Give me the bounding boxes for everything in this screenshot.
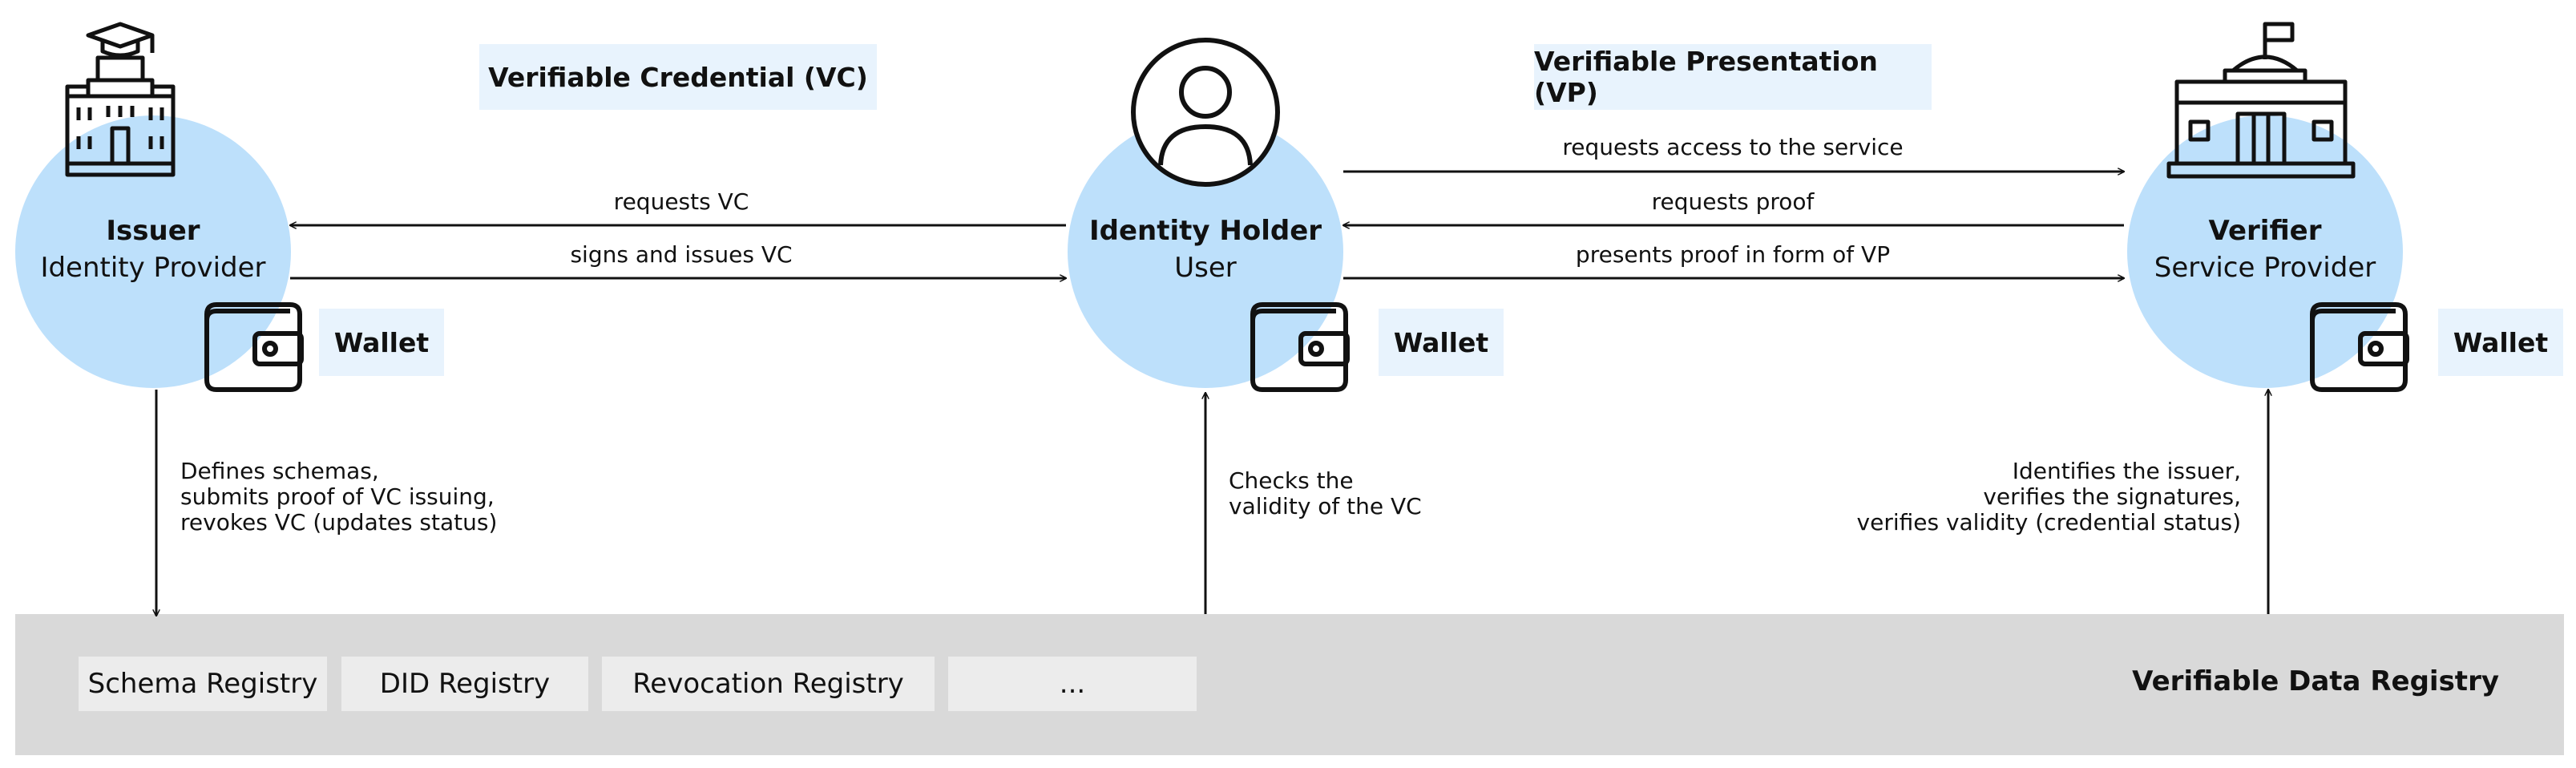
verifier-circle [2127, 115, 2403, 388]
verifier-name: Verifier [2208, 215, 2322, 247]
did-registry-box: DID Registry [341, 657, 588, 711]
vc-header: Verifiable Credential (VC) [479, 44, 877, 110]
verifier-role: Service Provider [2154, 252, 2376, 284]
requests-vc-label: requests VC [613, 188, 749, 215]
schema-registry-box: Schema Registry [79, 657, 327, 711]
requests-access-label: requests access to the service [1562, 134, 1904, 160]
signs-issues-vc-label: signs and issues VC [570, 241, 793, 268]
holder-name: Identity Holder [1088, 215, 1322, 247]
more-registries-box: ... [948, 657, 1197, 711]
issuer-circle [15, 115, 291, 388]
verifier-title: Verifier Service Provider [2127, 212, 2403, 286]
wallet-icon [1250, 302, 1350, 392]
university-building-icon [65, 22, 176, 177]
revocation-registry-box: Revocation Registry [602, 657, 935, 711]
issuer-title: Issuer Identity Provider [15, 212, 291, 286]
issuer-registry-note: Defines schemas, submits proof of VC iss… [180, 458, 498, 536]
requests-proof-label: requests proof [1651, 188, 1815, 215]
holder-title: Identity Holder User [1068, 212, 1343, 286]
holder-registry-note: Checks the validity of the VC [1229, 467, 1422, 519]
registry-title: Verifiable Data Registry [2132, 665, 2499, 697]
verifier-wallet-label: Wallet [2438, 309, 2563, 376]
wallet-icon [204, 302, 304, 392]
user-avatar-icon [1131, 38, 1280, 187]
holder-wallet-label: Wallet [1379, 309, 1504, 376]
issuer-name: Issuer [106, 215, 200, 247]
government-building-icon [2166, 22, 2356, 179]
vp-header: Verifiable Presentation (VP) [1534, 44, 1932, 110]
wallet-icon [2310, 302, 2409, 392]
holder-role: User [1174, 252, 1237, 284]
verifier-registry-note: Identifies the issuer, verifies the sign… [1856, 458, 2241, 536]
presents-proof-label: presents proof in form of VP [1575, 241, 1891, 268]
issuer-role: Identity Provider [40, 252, 266, 284]
issuer-wallet-label: Wallet [319, 309, 444, 376]
